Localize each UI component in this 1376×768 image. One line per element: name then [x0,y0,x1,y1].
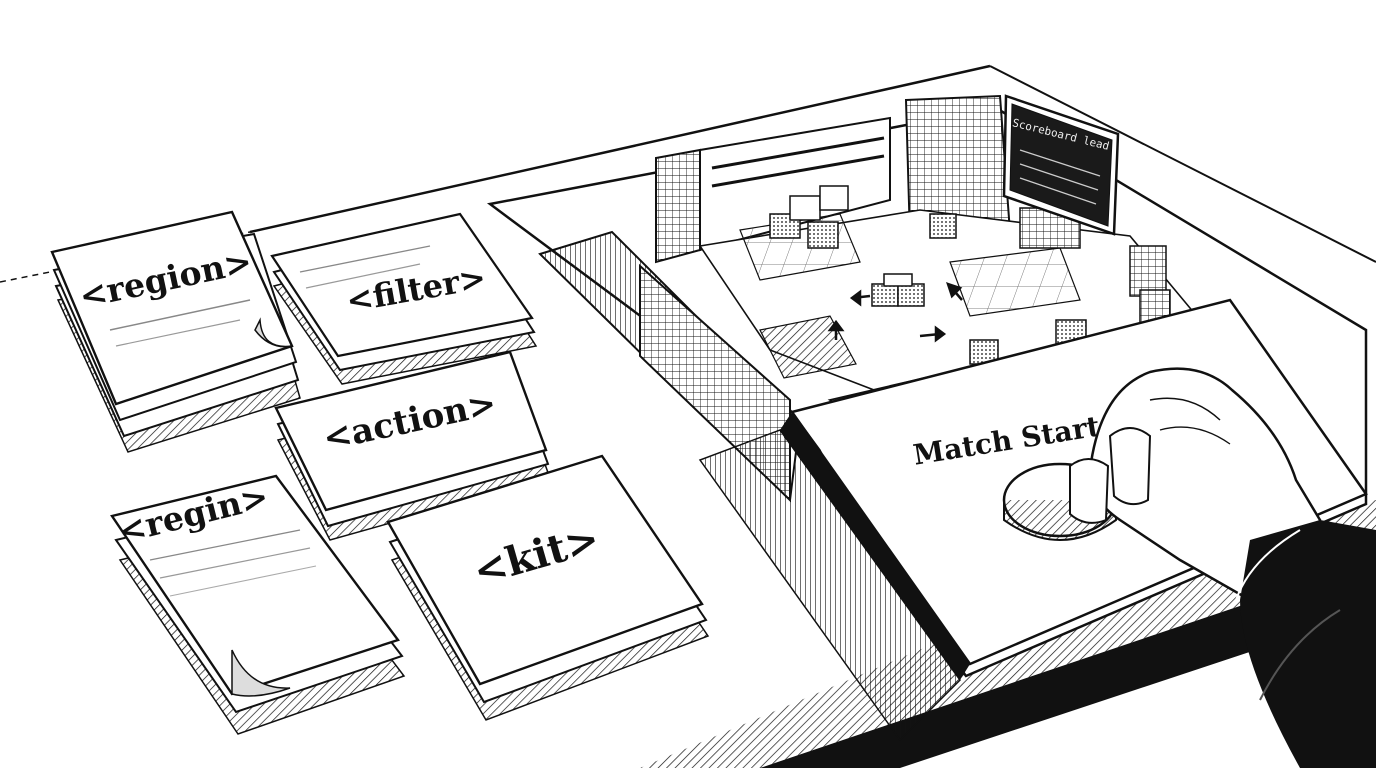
arrow-markers [827,282,963,343]
block-cluster-left [769,185,849,249]
card-stack-kit[interactable]: <kit> [386,454,710,721]
block-cluster-center [871,273,925,307]
card-stack-regin[interactable]: <regin> [110,474,406,735]
scoreboard-screen: Scoreboard lead [1002,94,1120,236]
card-stack-region[interactable]: <region> [50,210,301,453]
card-stack-filter[interactable]: <filter> [270,212,538,385]
hand-pressing-button [1069,367,1376,768]
